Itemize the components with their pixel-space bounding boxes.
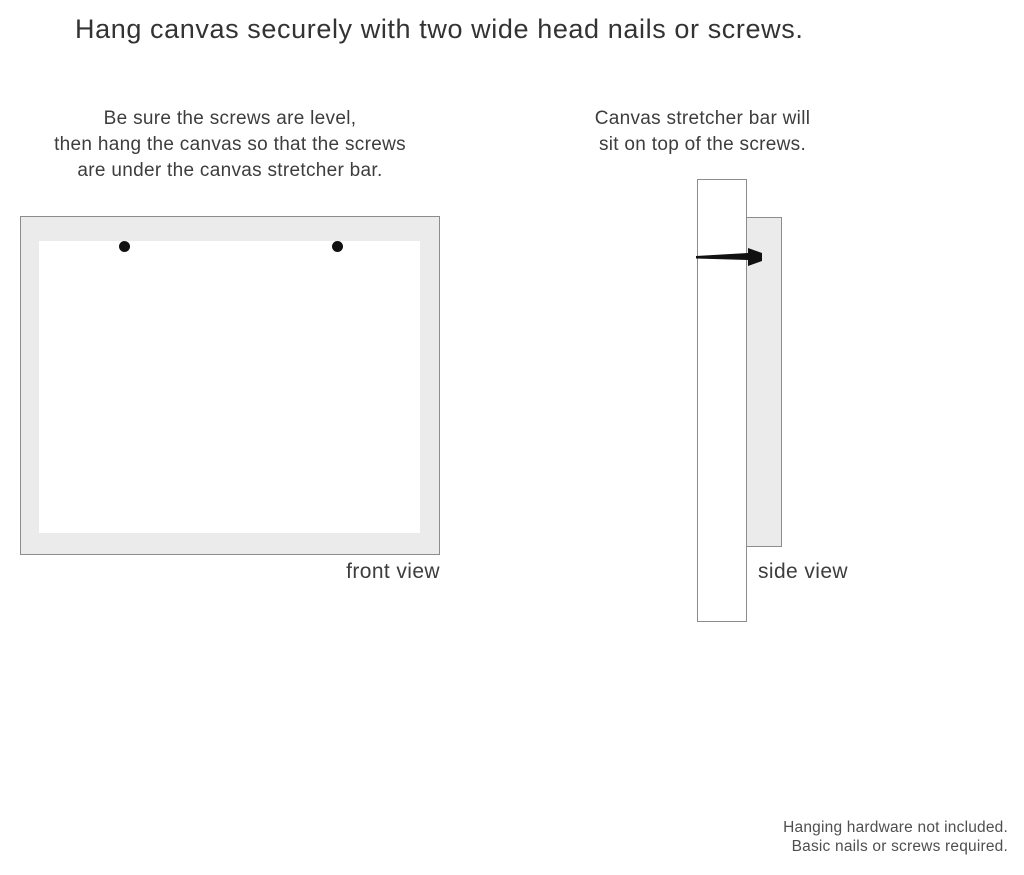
front-view-canvas-inner: [39, 241, 420, 533]
hardware-disclaimer-note: Hanging hardware not included. Basic nai…: [783, 819, 1008, 855]
page-title: Hang canvas securely with two wide head …: [75, 14, 804, 44]
nail-icon: [696, 248, 762, 266]
front-view-canvas-frame: [20, 216, 440, 555]
side-view-wall-bar: [697, 179, 747, 622]
front-view-instruction-text: Be sure the screws are level, then hang …: [54, 108, 406, 181]
side-view-instruction-text: Canvas stretcher bar will sit on top of …: [594, 108, 811, 155]
front-view-label: front view: [346, 560, 440, 583]
screw-head-right-icon: [332, 241, 343, 252]
screw-head-left-icon: [119, 241, 130, 252]
side-view-label: side view: [758, 560, 848, 583]
